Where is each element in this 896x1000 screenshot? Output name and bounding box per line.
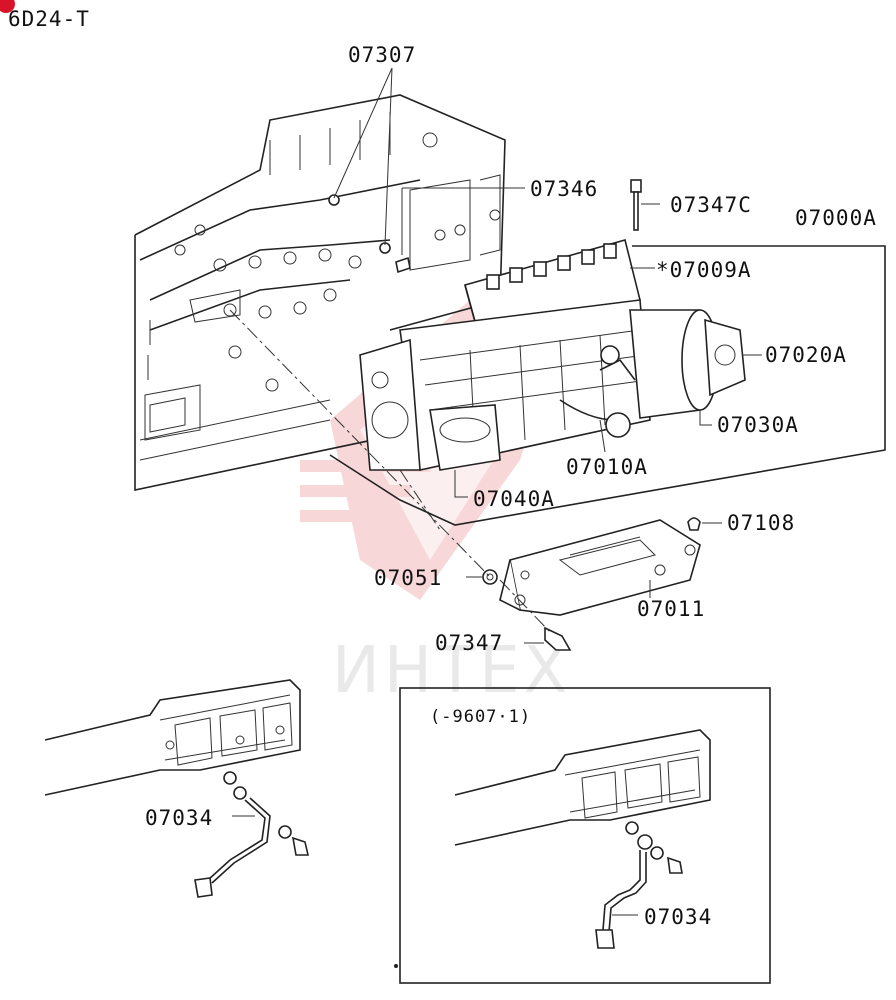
part-label-07034-left: 07034 [145,806,213,830]
part-label-07020a: 07020A [765,343,847,367]
inset-drawing [454,729,711,949]
corner-badge-icon [0,0,15,13]
part-label-07347: 07347 [435,631,503,655]
engine-model-label: 6D24-T [8,7,90,31]
part-label-07030a: 07030A [717,413,799,437]
part-label-07040a: 07040A [473,487,555,511]
part-label-07347c: 07347C [670,193,752,217]
part-label-07346: 07346 [530,177,598,201]
injection-pump-drawing [359,239,746,471]
washer-07051-drawing [482,569,498,585]
cap-07108-drawing [687,517,701,531]
watermark-text: ИНТЕХ [332,634,571,708]
part-label-07009a: *07009A [656,258,752,282]
part-label-07000a: 07000A [795,206,877,230]
lower-left-drawing [44,679,310,898]
inset-frame [399,687,771,984]
inset-dot [394,964,398,968]
part-label-07108: 07108 [727,511,795,535]
inset-date-range: (-9607·1) [430,707,531,727]
pump-bracket-drawing [499,519,701,616]
assembly-group-bracket [329,245,886,526]
washer-07346-drawing [328,194,411,274]
alignment-lines [229,309,551,633]
part-label-07051: 07051 [374,566,442,590]
part-label-07034-inset: 07034 [644,905,712,929]
part-label-07307: 07307 [348,43,416,67]
part-label-07011: 07011 [637,597,705,621]
part-label-07010a: 07010A [566,455,648,479]
bolt-07347c-drawing [630,179,642,231]
bolt-07347-drawing [544,626,572,651]
leader-lines [333,67,762,644]
